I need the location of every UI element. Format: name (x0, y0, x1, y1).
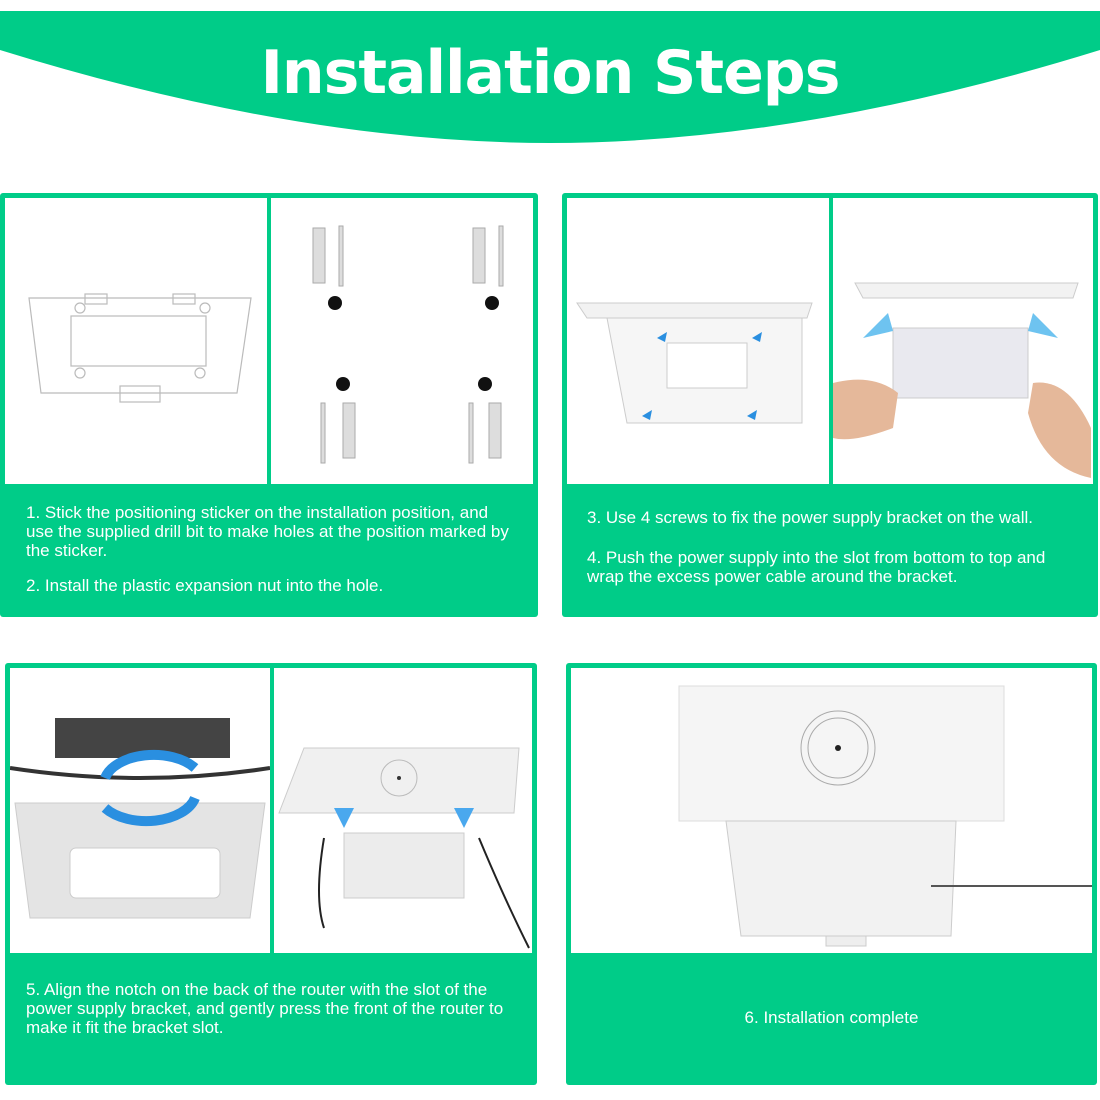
installed-router-image (571, 668, 1092, 953)
step-panel-3-4: 3. Use 4 screws to fix the power supply … (562, 193, 1098, 617)
page-title: Installation Steps (260, 38, 841, 108)
step-text-6: 6. Installation complete (566, 1008, 1097, 1043)
step-text-3-4: 3. Use 4 screws to fix the power supply … (587, 508, 1082, 602)
step-1-text: 1. Stick the positioning sticker on the … (26, 503, 509, 560)
step-5-text: 5. Align the notch on the back of the ro… (26, 980, 504, 1037)
step-2-text: 2. Install the plastic expansion nut int… (26, 576, 384, 595)
step-panel-6: 6. Installation complete (566, 663, 1097, 1085)
bracket-sticker-image (5, 198, 267, 484)
step-text-5: 5. Align the notch on the back of the ro… (26, 980, 521, 1053)
step-text-1-2: 1. Stick the positioning sticker on the … (26, 503, 516, 611)
power-supply-insert-image (833, 198, 1093, 484)
step-panel-5: 5. Align the notch on the back of the ro… (5, 663, 537, 1085)
router-press-image (274, 668, 532, 953)
step-3-text: 3. Use 4 screws to fix the power supply … (587, 508, 1033, 527)
screws-anchors-image (271, 198, 533, 484)
title-banner (0, 11, 1100, 143)
step-4-text: 4. Push the power supply into the slot f… (587, 548, 1046, 586)
cable-wrap-image (10, 668, 270, 953)
step-6-text: 6. Installation complete (744, 1008, 919, 1027)
step-panel-1-2: 1. Stick the positioning sticker on the … (0, 193, 538, 617)
bracket-screws-image (567, 198, 829, 484)
